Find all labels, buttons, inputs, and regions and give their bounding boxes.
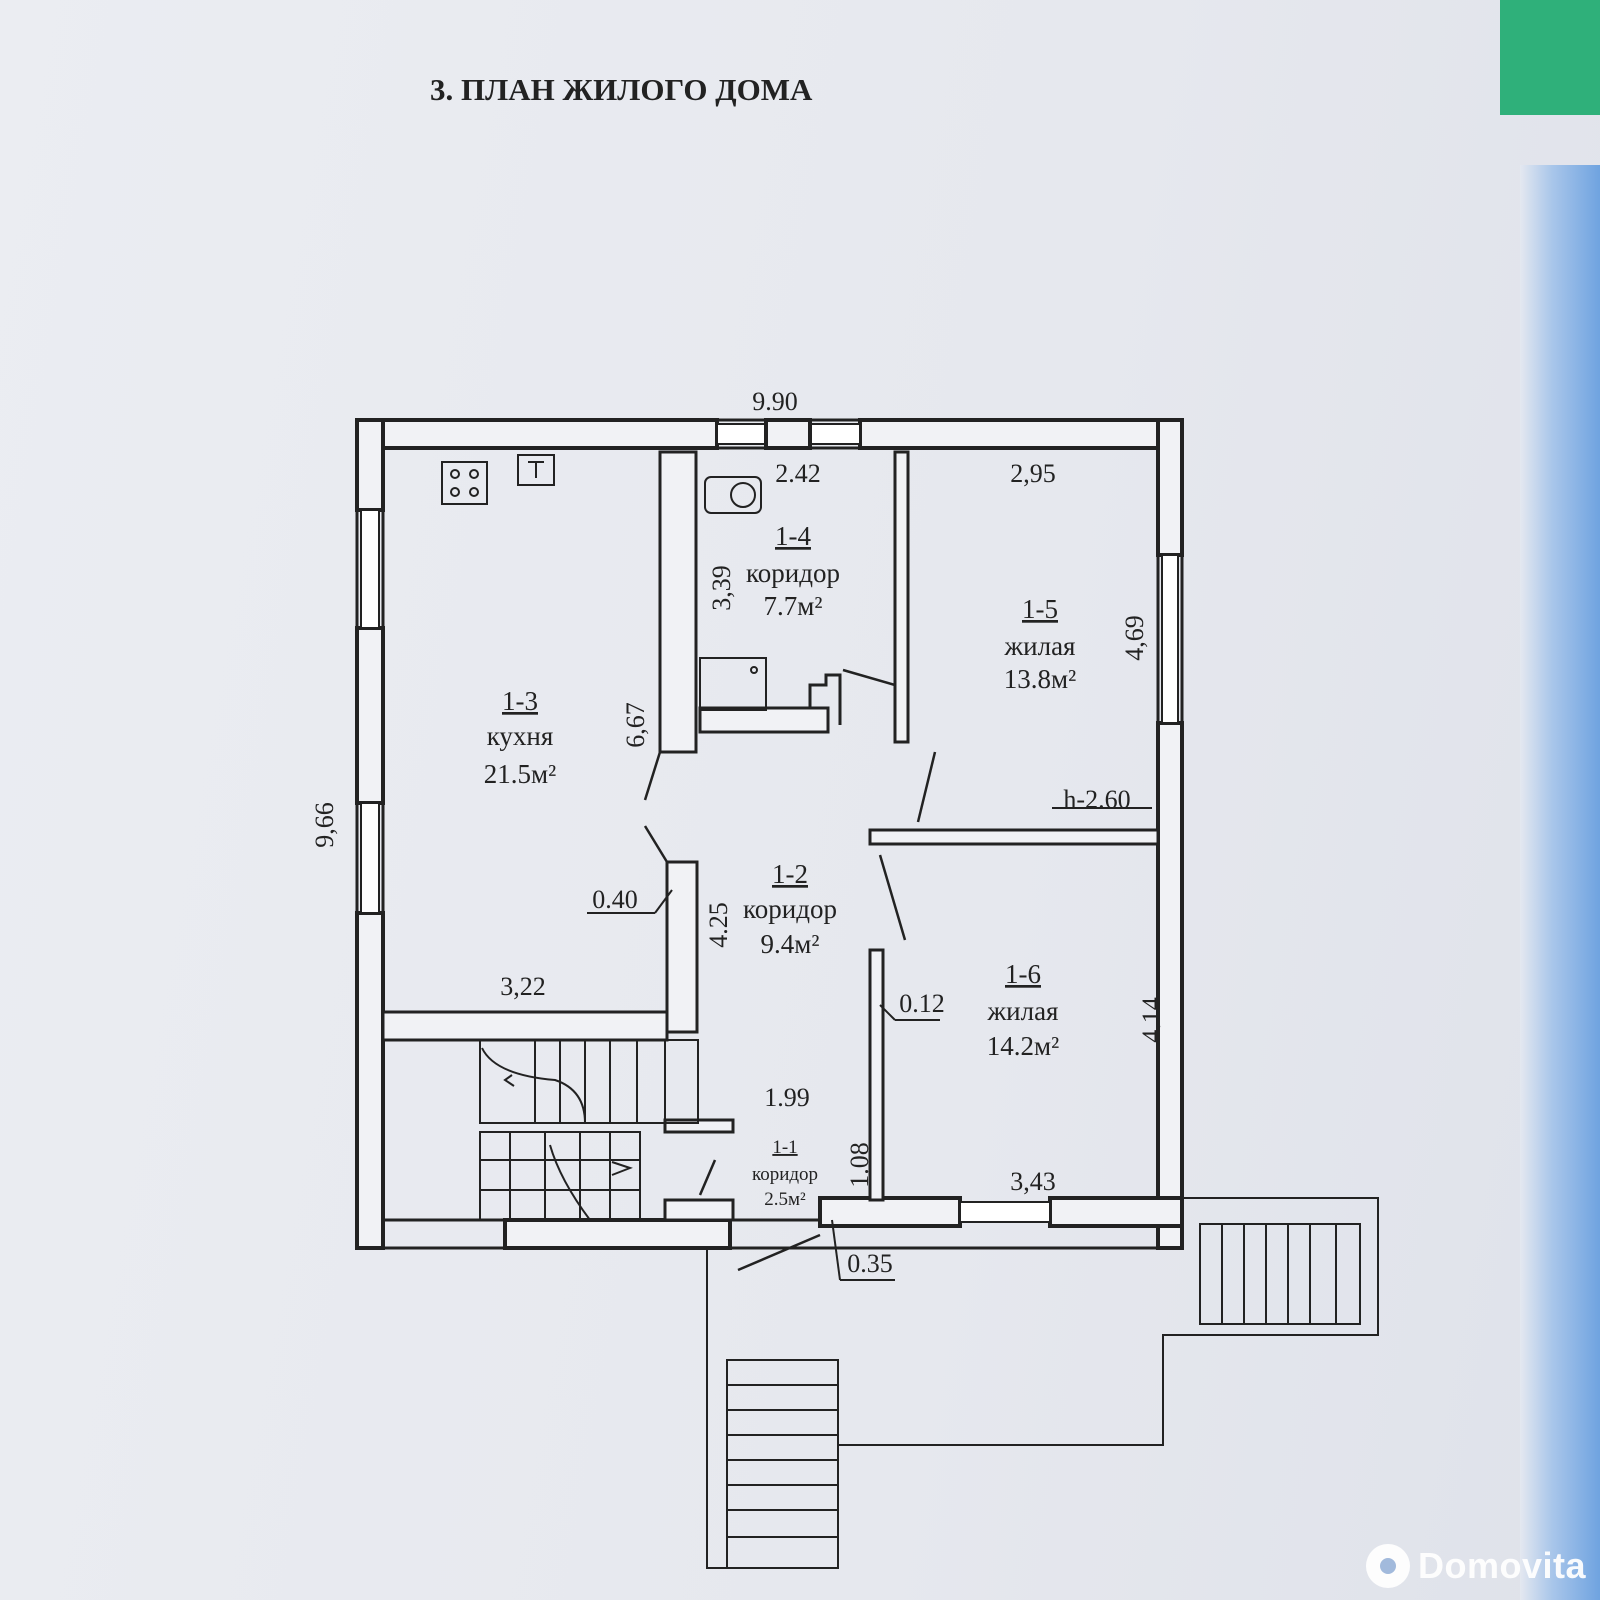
room-1-2: 1-2 коридор 9.4м² xyxy=(743,859,837,959)
dim-room-1-6-width: 3,43 xyxy=(1010,1167,1056,1196)
kitchen-sink xyxy=(517,454,555,486)
dim-overall-depth: 9,66 xyxy=(310,802,339,848)
room-1-5-area: 13.8м² xyxy=(1004,664,1076,694)
room-1-5: 1-5 жилая 13.8м² xyxy=(1004,594,1077,694)
room-1-3-id: 1-3 xyxy=(502,686,538,716)
leader-lines xyxy=(587,807,1152,1281)
room-1-6: 1-6 жилая 14.2м² xyxy=(987,959,1060,1061)
domovita-watermark: Domovita xyxy=(1365,1544,1586,1588)
dimension-labels: 9.90 2.42 2,95 h-2.60 0.40 0.12 3,22 1.9… xyxy=(310,387,1166,1278)
dim-kitchen-depth: 6,67 xyxy=(621,702,650,748)
kitchen-stove xyxy=(441,461,488,505)
room-1-4: 1-4 коридор 7.7м² xyxy=(746,521,840,621)
room-1-1-name: коридор xyxy=(752,1164,818,1185)
toilet xyxy=(704,476,762,514)
dim-room-1-5-width: 2,95 xyxy=(1010,459,1056,488)
room-1-4-name: коридор xyxy=(746,558,840,588)
dim-room-1-5-depth: 4,69 xyxy=(1120,615,1149,661)
watermark-text: Domovita xyxy=(1417,1545,1586,1586)
room-1-6-name: жилая xyxy=(987,996,1059,1026)
dim-overall-width: 9.90 xyxy=(752,387,798,416)
green-folder-tab xyxy=(1500,0,1600,115)
dim-entry-step: 0.35 xyxy=(847,1249,893,1278)
door-swings xyxy=(643,668,937,1272)
room-1-1-id: 1-1 xyxy=(772,1137,797,1158)
plan-title: 3. ПЛАН ЖИЛОГО ДОМА xyxy=(430,72,813,107)
side-certificate-strip xyxy=(1520,165,1600,1600)
room-1-3-area: 21.5м² xyxy=(484,759,556,789)
room-1-2-id: 1-2 xyxy=(772,859,808,889)
room-1-6-id: 1-6 xyxy=(1005,959,1041,989)
room-1-2-name: коридор xyxy=(743,894,837,924)
room-1-4-id: 1-4 xyxy=(775,521,811,551)
dim-room-1-6-depth: 4.14 xyxy=(1137,997,1166,1043)
room-1-3-name: кухня xyxy=(487,721,554,751)
dim-corridor-depth: 4.25 xyxy=(704,902,733,948)
dim-room-1-4-depth: 3,39 xyxy=(707,565,736,611)
porch-outline xyxy=(706,1197,1379,1569)
room-1-1: 1-1 коридор 2.5м² xyxy=(752,1137,818,1210)
room-1-3: 1-3 кухня 21.5м² xyxy=(484,686,556,789)
room-1-5-name: жилая xyxy=(1004,631,1076,661)
dim-wall-thickness: 0.40 xyxy=(592,885,638,914)
staircase xyxy=(479,1039,699,1221)
dim-corridor-width: 1.99 xyxy=(764,1083,810,1112)
dim-partition: 0.12 xyxy=(899,989,945,1018)
boiler xyxy=(699,657,842,725)
dim-room-1-4-width: 2.42 xyxy=(775,459,821,488)
room-1-2-area: 9.4м² xyxy=(761,929,820,959)
dim-kitchen-width: 3,22 xyxy=(500,972,546,1001)
room-1-6-area: 14.2м² xyxy=(987,1031,1059,1061)
dim-ceiling-height: h-2.60 xyxy=(1063,785,1130,814)
room-1-4-area: 7.7м² xyxy=(764,591,823,621)
windows xyxy=(360,418,1179,1223)
plan-title-text: 3. ПЛАН ЖИЛОГО ДОМА xyxy=(430,72,813,107)
dim-vestibule-depth: 1.08 xyxy=(845,1142,874,1188)
room-1-1-area: 2.5м² xyxy=(764,1189,806,1210)
room-1-5-id: 1-5 xyxy=(1022,594,1058,624)
wall-segments xyxy=(355,418,1184,1250)
domovita-logo-icon xyxy=(1365,1544,1410,1588)
